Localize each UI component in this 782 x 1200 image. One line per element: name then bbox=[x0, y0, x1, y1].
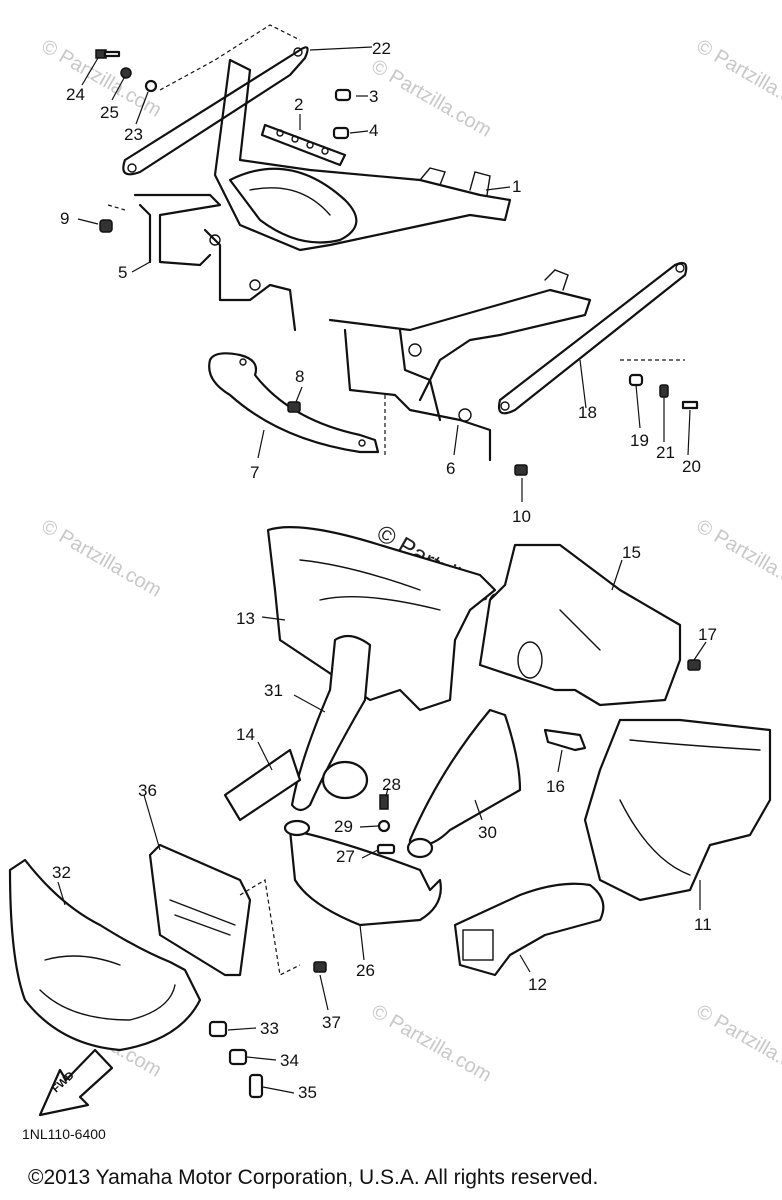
part-label: 5 bbox=[118, 263, 127, 282]
leader-lines bbox=[57, 46, 707, 1094]
diagram-code: 1NL110-6400 bbox=[22, 1126, 106, 1142]
watermark: © Partzilla.com bbox=[693, 1000, 782, 1086]
part-label: 22 bbox=[372, 39, 391, 58]
part-label: 4 bbox=[369, 121, 378, 140]
upper-fasteners bbox=[95, 49, 352, 233]
part-label: 24 bbox=[66, 85, 85, 104]
part-label: 12 bbox=[528, 975, 547, 994]
part-labels: 1 2 3 4 5 6 7 8 9 10 11 12 13 14 15 16 1… bbox=[52, 39, 717, 1102]
part-label: 33 bbox=[260, 1019, 279, 1038]
part-label: 3 bbox=[369, 87, 378, 106]
part-label: 1 bbox=[512, 177, 521, 196]
part-label: 9 bbox=[60, 209, 69, 228]
middle-fasteners bbox=[287, 373, 699, 476]
upper-stay-assembly bbox=[107, 24, 512, 332]
part-label: 20 bbox=[682, 457, 701, 476]
part-label: 6 bbox=[446, 459, 455, 478]
part-label: 36 bbox=[138, 781, 157, 800]
part-label: 32 bbox=[52, 863, 71, 882]
part-label: 25 bbox=[100, 103, 119, 122]
part-label: 17 bbox=[698, 625, 717, 644]
copyright-notice: ©2013 Yamaha Motor Corporation, U.S.A. A… bbox=[28, 1166, 599, 1189]
middle-stay-assembly bbox=[208, 261, 688, 462]
part-label: 27 bbox=[336, 847, 355, 866]
part-label: 16 bbox=[546, 777, 565, 796]
part-label: 15 bbox=[622, 543, 641, 562]
cover-assembly bbox=[8, 526, 772, 1099]
part-label: 11 bbox=[694, 915, 712, 934]
watermark: © Partzilla.com bbox=[368, 55, 496, 141]
part-label: 10 bbox=[512, 507, 531, 526]
part-label: 30 bbox=[478, 823, 497, 842]
part-label: 26 bbox=[356, 961, 375, 980]
part-label: 19 bbox=[630, 431, 649, 450]
part-label: 29 bbox=[334, 817, 353, 836]
part-label: 8 bbox=[295, 367, 304, 386]
watermark: © Partzilla.com bbox=[38, 515, 166, 601]
watermark: © Partzilla.com bbox=[693, 35, 782, 121]
watermark: © Partzilla.com bbox=[693, 515, 782, 601]
watermark: © Partzilla.com bbox=[368, 1000, 496, 1086]
part-label: 31 bbox=[264, 681, 283, 700]
part-label: 14 bbox=[236, 725, 255, 744]
fwd-arrow: FWD bbox=[38, 1048, 114, 1117]
part-label: 23 bbox=[124, 125, 143, 144]
part-label: 13 bbox=[236, 609, 255, 628]
part-label: 34 bbox=[280, 1051, 299, 1070]
part-label: 28 bbox=[382, 775, 401, 794]
part-label: 2 bbox=[294, 95, 303, 114]
part-label: 7 bbox=[250, 463, 259, 482]
part-label: 35 bbox=[298, 1083, 317, 1102]
part-label: 37 bbox=[322, 1013, 341, 1032]
part-label: 18 bbox=[578, 403, 597, 422]
part-label: 21 bbox=[656, 443, 675, 462]
